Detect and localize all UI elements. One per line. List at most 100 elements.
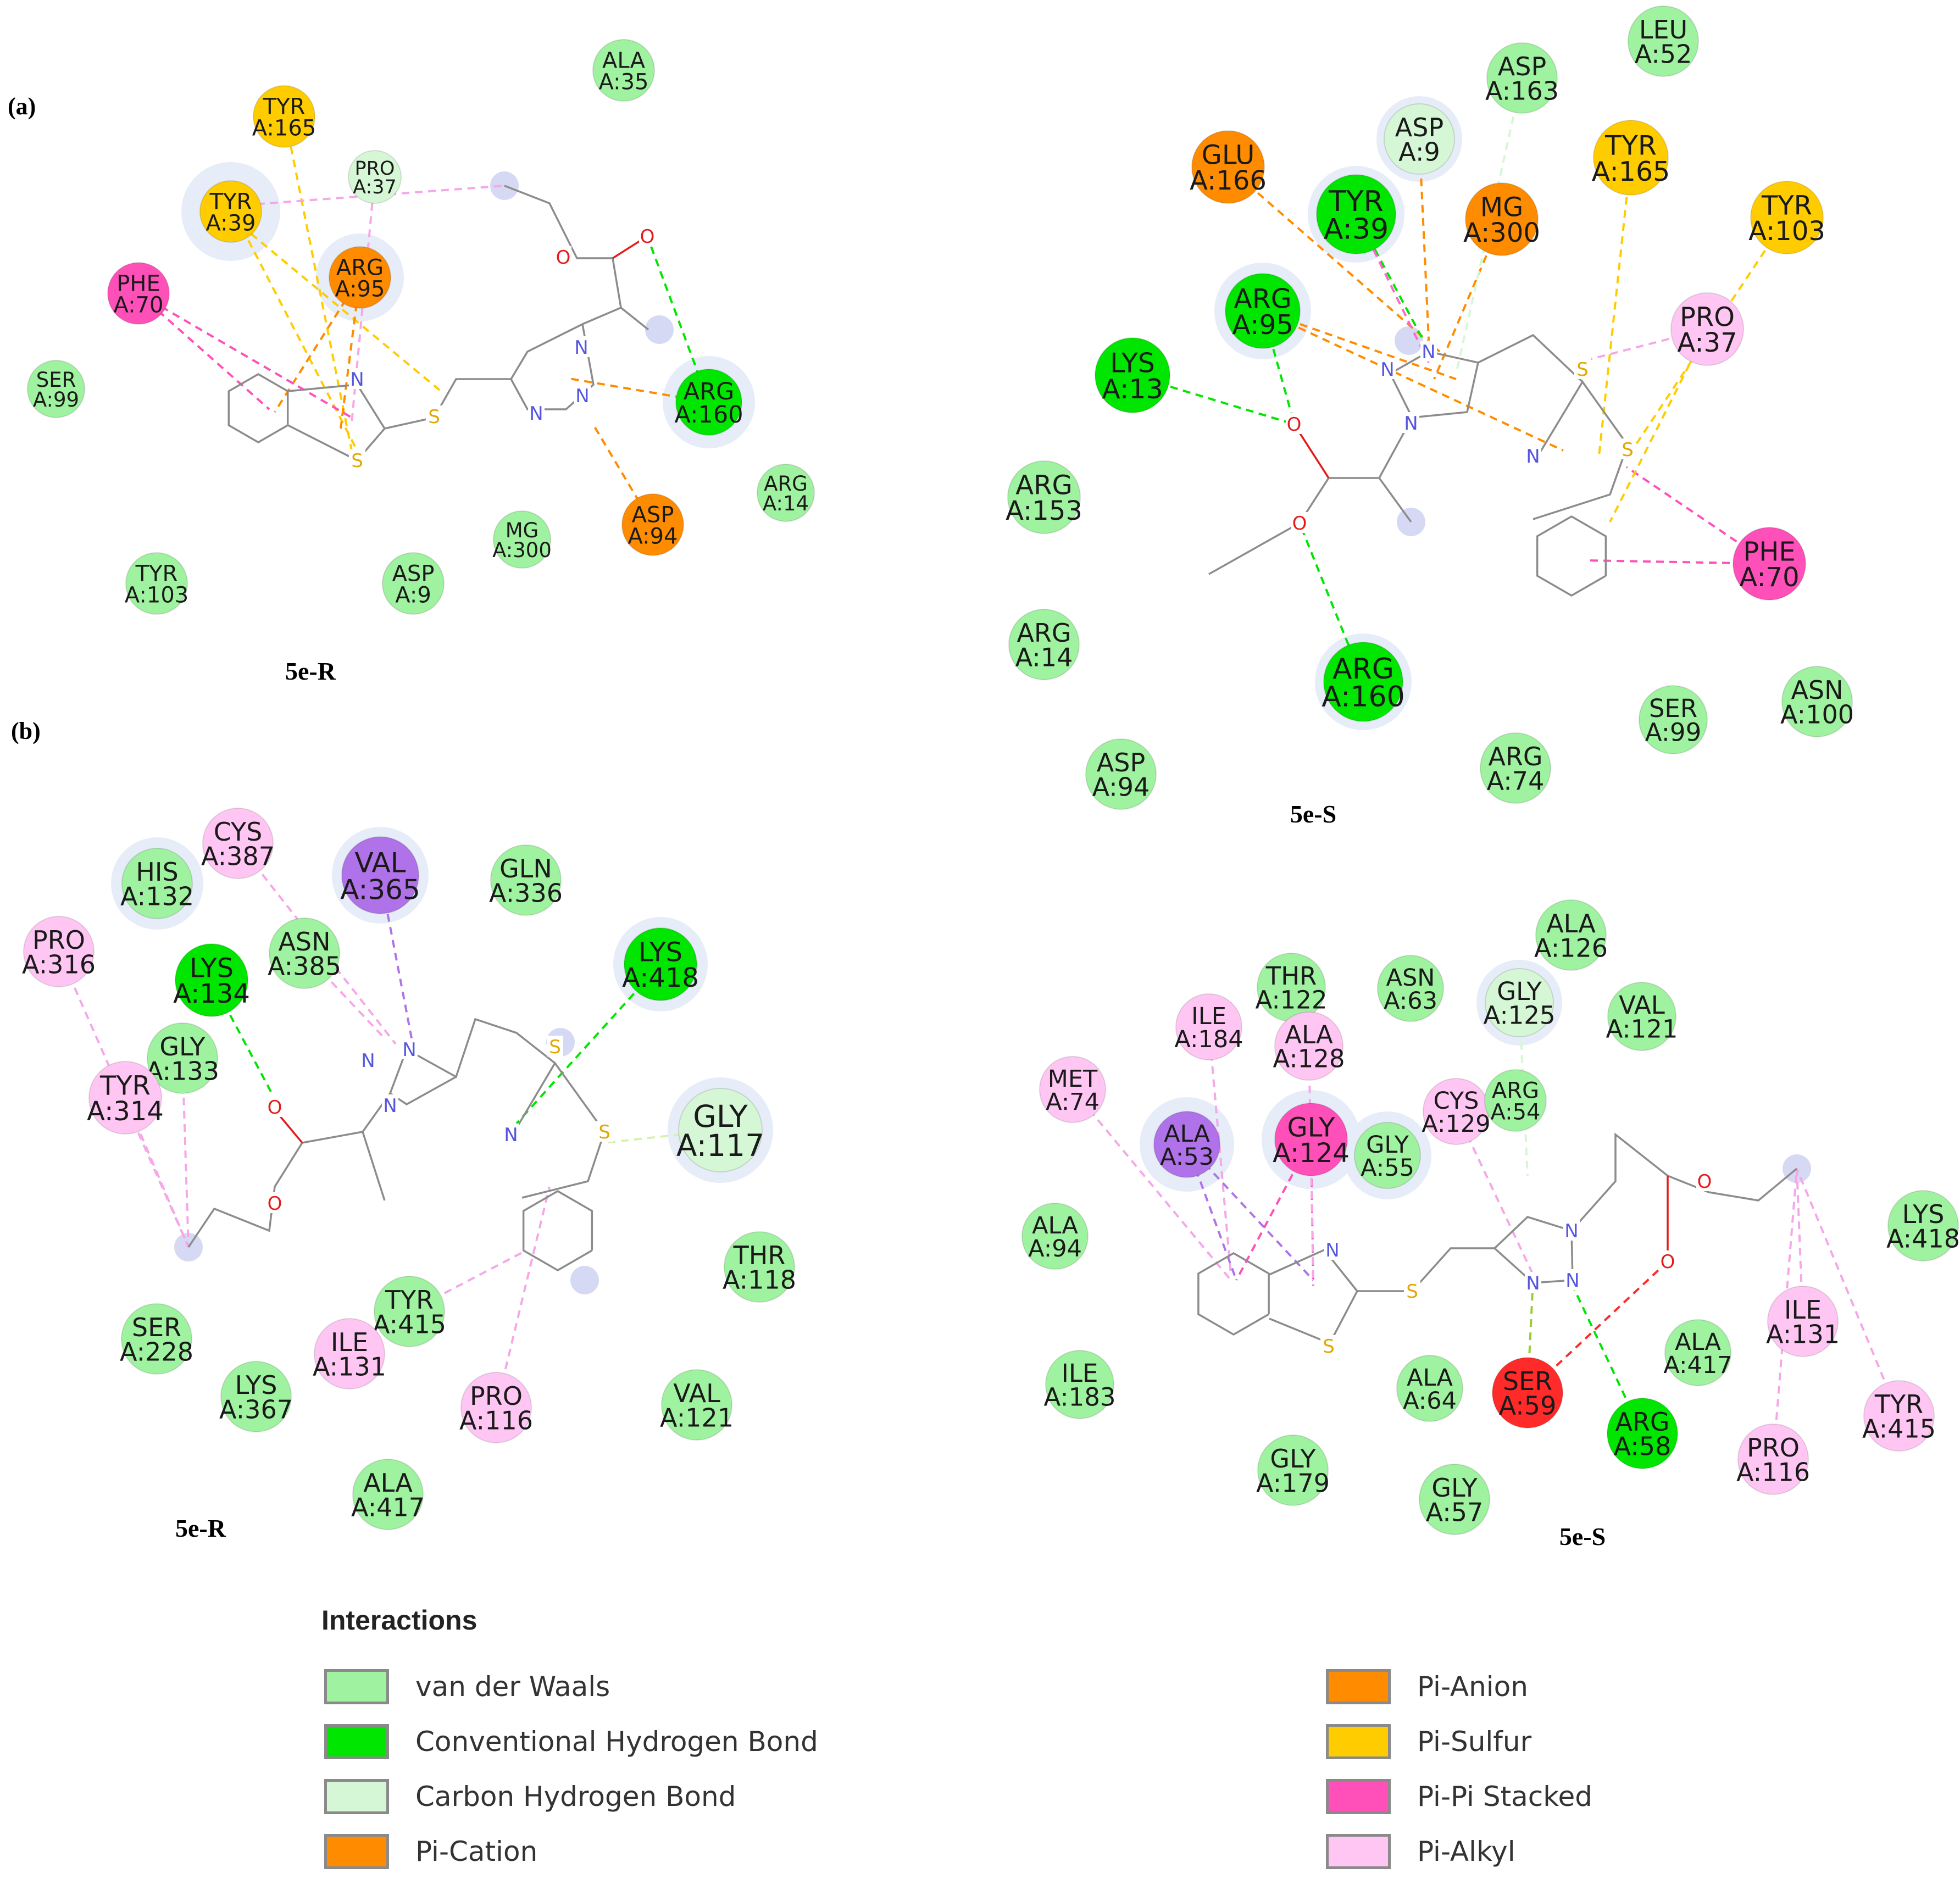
atom-mask	[1379, 358, 1396, 379]
bond	[1536, 515, 1607, 597]
residue-id: A:418	[1886, 1224, 1960, 1254]
atom-mask	[1659, 1250, 1676, 1271]
residue-disc	[1039, 1056, 1106, 1123]
residue-disc	[1607, 1398, 1678, 1469]
interaction-line	[1576, 328, 1708, 364]
residue-id: A:74	[1046, 1088, 1100, 1116]
residue-name: LYS	[190, 953, 234, 984]
atom-label: O	[1661, 1251, 1675, 1273]
atom-label: O	[1287, 414, 1302, 436]
residue-id: A:131	[1766, 1320, 1840, 1349]
residue-disc	[352, 1459, 424, 1530]
atom-mask	[574, 385, 591, 405]
residue-id: A:118	[723, 1265, 796, 1295]
residue-disc	[88, 1061, 162, 1135]
residue-name: CYS	[1434, 1087, 1479, 1115]
atom-label: N	[1565, 1270, 1579, 1292]
residue-name: MET	[1048, 1065, 1098, 1093]
residue-name: ALA	[363, 1468, 413, 1498]
residue-name: TYR	[209, 190, 252, 215]
residue-id: A:9	[395, 583, 431, 608]
atom-mask	[1564, 1269, 1581, 1290]
residue-name: SER	[132, 1313, 181, 1342]
residue-id: A:385	[268, 952, 341, 981]
residue-name: ILE	[331, 1327, 368, 1357]
residue-name: GLY	[693, 1099, 748, 1134]
residue-name: ILE	[1062, 1359, 1098, 1388]
residue-id: A:100	[1780, 700, 1854, 730]
legend-swatch	[324, 1724, 389, 1759]
residue-disc	[757, 464, 815, 522]
residue-name: TYR	[1328, 185, 1384, 218]
atom-label: N	[1380, 359, 1394, 381]
bond	[388, 1018, 556, 1106]
residue-name: ARG	[1615, 1407, 1669, 1437]
atom-mask	[596, 1121, 613, 1142]
residue-name: PRO	[1747, 1433, 1800, 1463]
residue-name: ARG	[1492, 1079, 1539, 1104]
residue-name: LYS	[1110, 348, 1155, 379]
residue-disc	[1767, 1286, 1839, 1357]
interaction-line	[1625, 216, 1788, 460]
bond	[1378, 477, 1412, 523]
residue-name: ARG	[1332, 653, 1394, 686]
atom-label: N	[529, 403, 543, 425]
residue-id: A:129	[1422, 1110, 1490, 1138]
residue-name: TYR	[1604, 130, 1657, 162]
residue-disc	[1737, 1424, 1809, 1495]
residue-name: VAL	[354, 847, 406, 879]
atom-label: S	[351, 450, 363, 472]
residue-disc	[1095, 337, 1170, 413]
residue-id: A:9	[1398, 137, 1440, 167]
residue-disc	[1486, 42, 1558, 114]
legend-item-chbond: Carbon Hydrogen Bond	[324, 1776, 736, 1817]
residue-disc	[621, 493, 684, 556]
atom-mask	[266, 1192, 283, 1213]
bond	[362, 1131, 386, 1201]
panel-label-a: (a)	[8, 93, 36, 120]
residue-disc	[1045, 1350, 1114, 1419]
residue-id: A:70	[1739, 562, 1799, 593]
atom-label: N	[1404, 413, 1418, 435]
residue-name: VAL	[673, 1378, 720, 1408]
panel-label-b: (b)	[11, 718, 41, 744]
residue-disc	[1480, 732, 1551, 804]
residue-id: A:54	[1490, 1100, 1540, 1125]
residue-id: A:367	[219, 1395, 293, 1425]
residue-name: LEU	[1639, 15, 1687, 45]
residue-id: A:99	[33, 388, 79, 412]
interaction-line	[235, 216, 358, 451]
legend-label: Conventional Hydrogen Bond	[415, 1726, 818, 1758]
atom-label: S	[428, 406, 440, 428]
residue-disc	[1377, 955, 1444, 1022]
residue-id: A:160	[674, 401, 743, 429]
atom-label: N	[350, 369, 364, 391]
residue-name: GLY	[1366, 1131, 1409, 1159]
bond	[522, 1189, 593, 1272]
residue-disc	[107, 262, 170, 325]
atom-label: N	[1325, 1239, 1339, 1261]
residue-name: MG	[506, 519, 539, 542]
residue-mg-300: MGA:300	[1463, 182, 1540, 256]
